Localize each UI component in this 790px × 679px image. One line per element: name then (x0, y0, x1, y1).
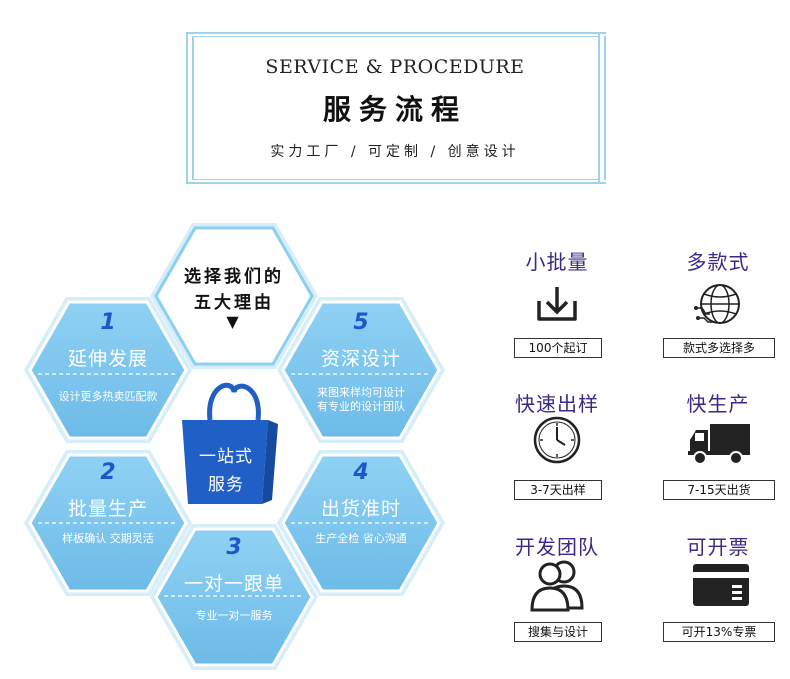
hex-3-number: 3 (226, 535, 242, 560)
hex-1-desc: 设计更多热卖匹配款 (58, 390, 158, 403)
feature-title-variety: 多款式 (686, 250, 750, 274)
hex-5-title: 资深设计 (320, 348, 401, 370)
bag-icon (182, 382, 278, 504)
card-icon (693, 564, 749, 606)
header-title-cn: 服务流程 (322, 93, 467, 126)
hex-2-title: 批量生产 (67, 498, 148, 520)
hex-4-desc: 生产全检 省心沟通 (315, 532, 407, 545)
hex-top (154, 226, 314, 366)
hex-1-number: 1 (100, 310, 116, 335)
feature-label-fast-production: 7-15天出货 (663, 480, 775, 500)
clock-icon (533, 416, 581, 464)
feature-title-fast-production: 快生产 (686, 392, 750, 416)
feature-label-variety: 款式多选择多 (663, 338, 775, 358)
hex-4-number: 4 (353, 460, 369, 485)
reason-line-2: 五大理由 (194, 293, 274, 313)
hex-2-desc: 样板确认 交期灵活 (62, 532, 154, 545)
bag-label-2: 服务 (208, 475, 244, 495)
hex-3-desc: 专业一对一服务 (195, 609, 273, 622)
hex-5-number: 5 (353, 310, 369, 335)
triangle-down-icon: ▼ (226, 312, 242, 331)
team-icon (530, 560, 584, 612)
reason-line-1: 选择我们的 (184, 267, 284, 287)
feature-title-invoice: 可开票 (686, 535, 750, 559)
feature-label-fast-sample: 3-7天出样 (514, 480, 602, 500)
hex-5-desc-1: 来图来样均可设计 (317, 386, 405, 399)
hex-3-title: 一对一跟单 (183, 573, 284, 595)
hex-4-title: 出货准时 (320, 498, 401, 520)
feature-label-dev-team: 搜集与设计 (514, 622, 602, 642)
feature-title-small-batch: 小批量 (525, 250, 589, 274)
hex-5-desc-2: 有专业的设计团队 (317, 400, 405, 413)
header-subtitle: 实力工厂 / 可定制 / 创意设计 (270, 144, 520, 160)
header-title-en: SERVICE & PROCEDURE (265, 56, 525, 78)
feature-title-dev-team: 开发团队 (515, 535, 599, 559)
hex-3 (154, 527, 314, 667)
truck-icon (688, 424, 750, 465)
hex-2-number: 2 (100, 460, 116, 485)
hex-5 (281, 300, 441, 440)
hex-1-title: 延伸发展 (67, 348, 148, 370)
download-tray-icon (537, 287, 577, 321)
bag-label-1: 一站式 (199, 447, 253, 467)
globe-circuit-icon (694, 284, 740, 324)
hex-1 (28, 300, 188, 440)
feature-label-invoice: 可开13%专票 (663, 622, 775, 642)
feature-title-fast-sample: 快速出样 (515, 392, 599, 416)
feature-label-small-batch: 100个起订 (514, 338, 602, 358)
